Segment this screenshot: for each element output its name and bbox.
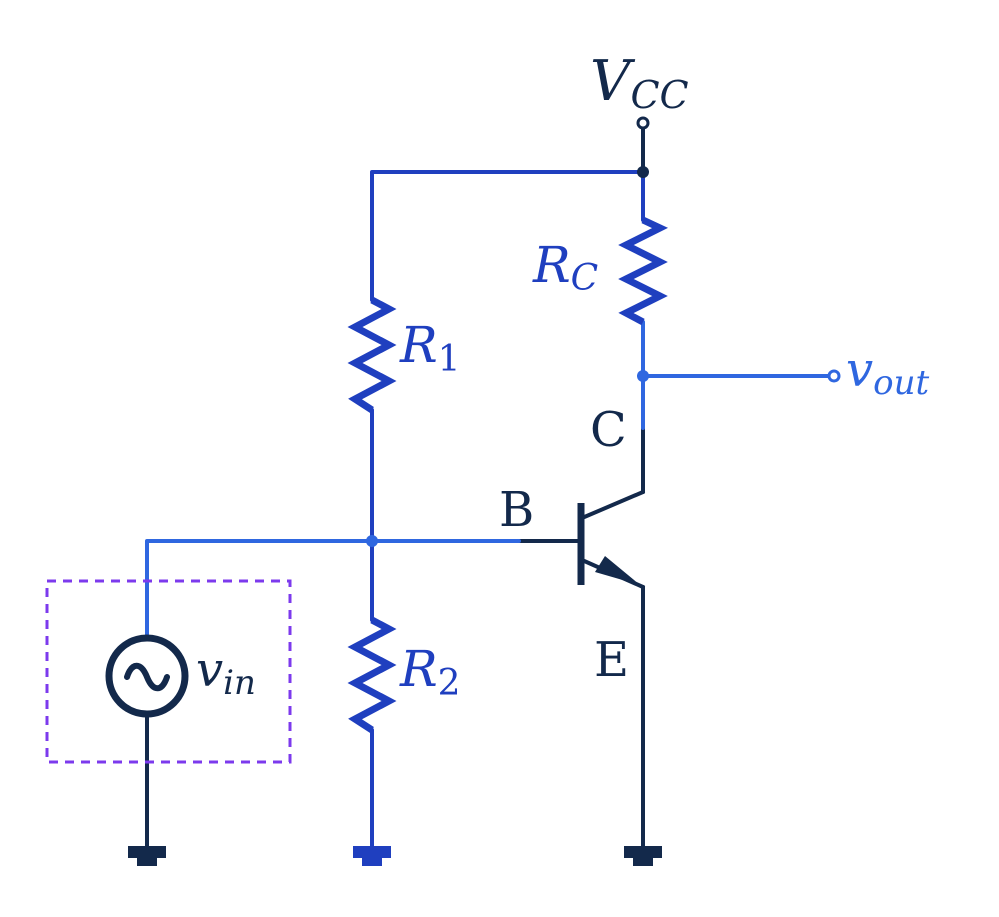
vout-terminal [827, 369, 841, 383]
junction-vcc [637, 166, 649, 178]
resistor-rc [618, 216, 669, 326]
ground-symbol-r2 [353, 846, 391, 866]
collector-diagonal [580, 490, 645, 520]
ground-symbol-emitter [624, 846, 662, 866]
dark-wires [145, 126, 645, 848]
ground-symbol-source [128, 846, 166, 866]
label-collector: C [590, 402, 627, 458]
base-wire [145, 539, 521, 638]
resistor-r2 [347, 616, 397, 733]
junction-collector [637, 370, 649, 382]
junction-base [366, 535, 378, 547]
label-vcc: VCC [590, 49, 689, 117]
emitter-arrow [595, 556, 640, 585]
resistor-r1 [347, 296, 397, 413]
label-r2: R2 [399, 640, 461, 704]
label-base: B [499, 482, 534, 538]
label-vin: vin [196, 642, 256, 703]
label-vout: vout [846, 342, 929, 403]
source-highlight-box [45, 579, 292, 764]
top-rail-wire [370, 170, 645, 302]
ac-source [105, 634, 189, 718]
vcc-terminal [636, 116, 650, 130]
label-r1: R1 [399, 316, 461, 380]
label-rc: RC [532, 236, 598, 299]
sine-wave-icon [124, 662, 170, 692]
blue-wires [370, 170, 645, 848]
label-emitter: E [594, 632, 629, 688]
lightblue-wires [145, 320, 832, 638]
